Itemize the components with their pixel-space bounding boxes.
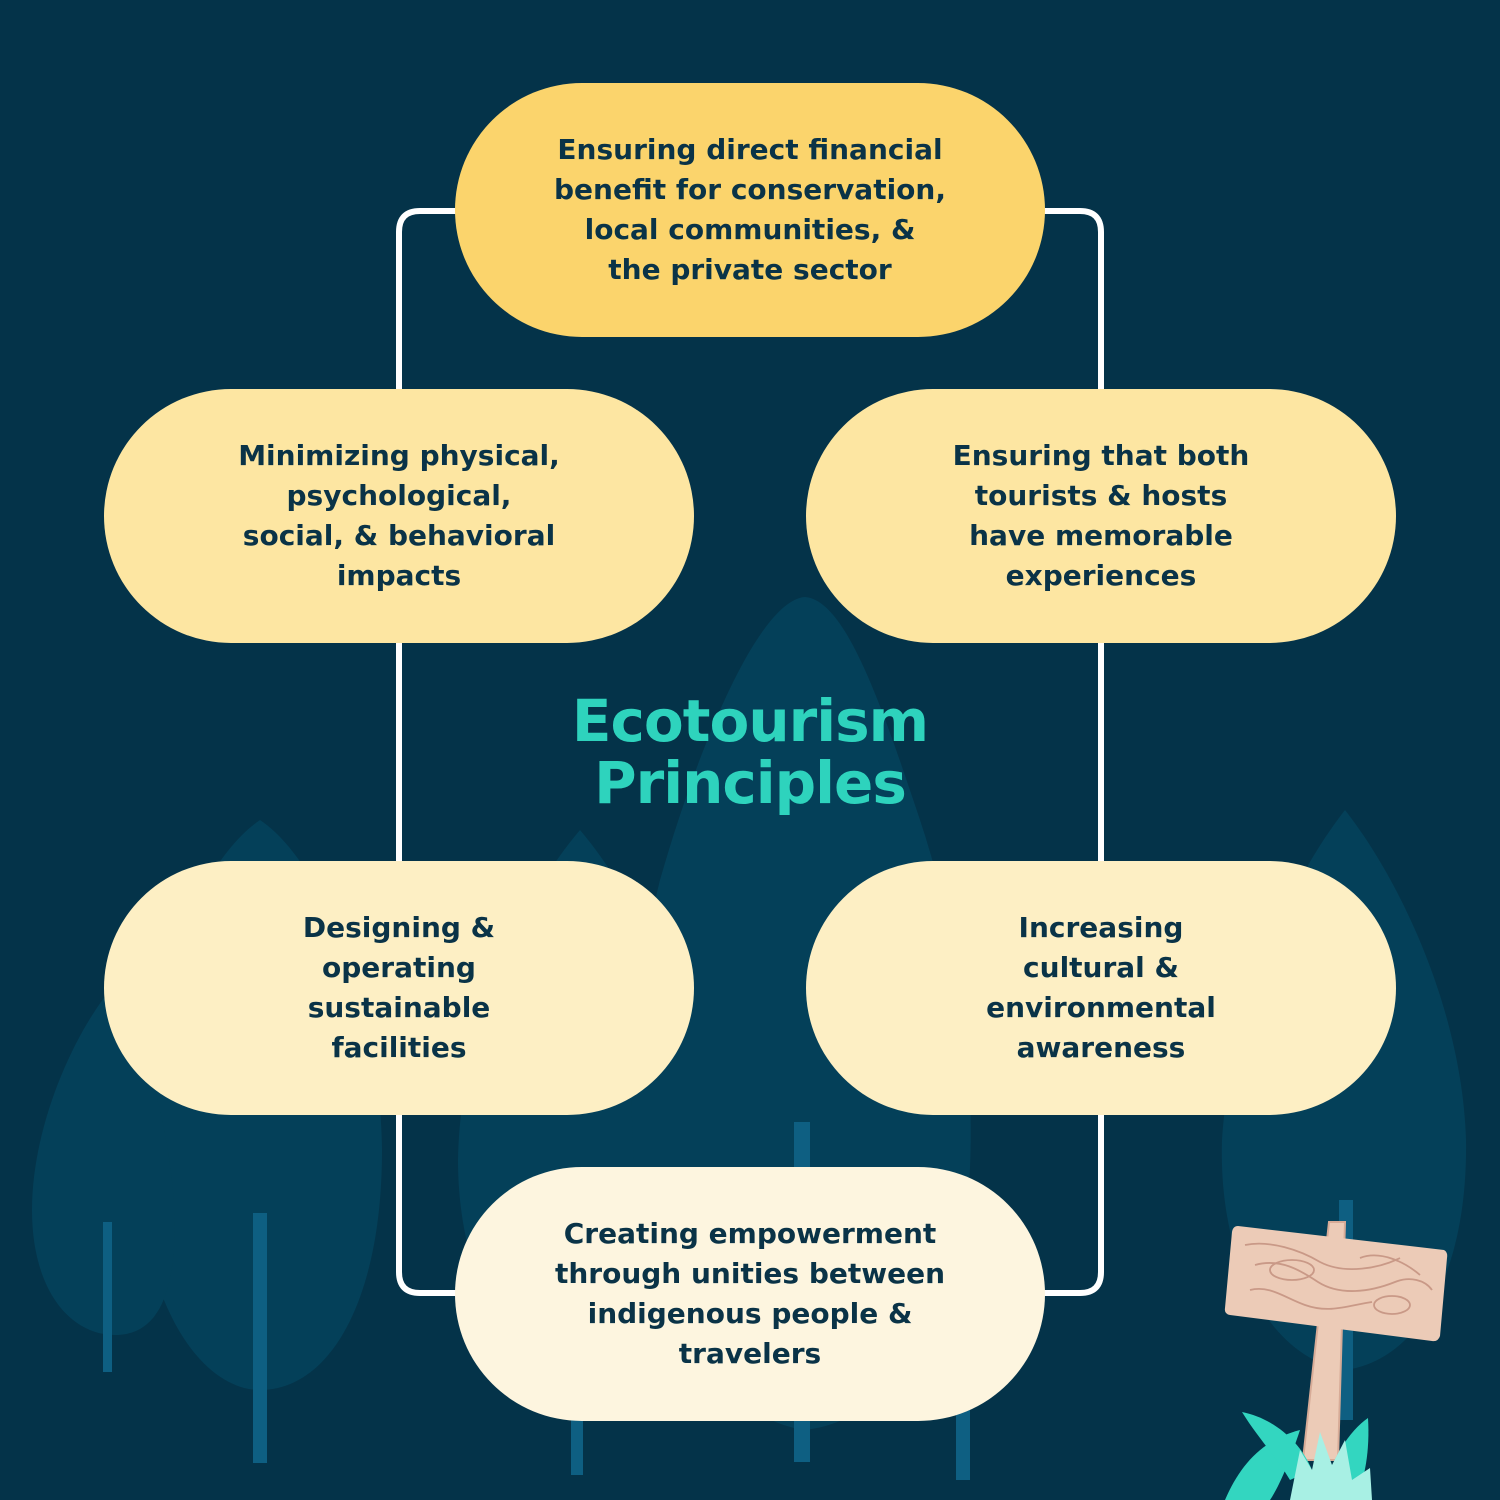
- principle-text: Designing & operating sustainable facili…: [302, 911, 496, 1064]
- wooden-signpost-icon: [1224, 1221, 1448, 1461]
- principle-text: Increasing cultural & environmental awar…: [986, 911, 1216, 1064]
- title-line-1: Ecotourism: [571, 687, 929, 755]
- connector-right: [1044, 208, 1104, 1296]
- diagram-title: Ecotourism Principles: [450, 690, 1050, 814]
- principle-cultural-awareness: Increasing cultural & environmental awar…: [806, 861, 1396, 1115]
- principle-text: Ensuring direct financial benefit for co…: [554, 133, 946, 286]
- principle-financial-benefit: Ensuring direct financial benefit for co…: [455, 83, 1045, 337]
- principle-memorable-experiences: Ensuring that both tourists & hosts have…: [806, 389, 1396, 643]
- title-line-2: Principles: [594, 749, 907, 817]
- principle-minimizing-impacts: Minimizing physical, psychological, soci…: [104, 389, 694, 643]
- principle-text: Creating empowerment through unities bet…: [554, 1217, 946, 1370]
- principle-sustainable-facilities: Designing & operating sustainable facili…: [104, 861, 694, 1115]
- plant-leaves-icon: [1225, 1412, 1372, 1500]
- connector-left: [396, 208, 456, 1296]
- connector-lines: [396, 208, 1104, 1296]
- principle-text: Ensuring that both tourists & hosts have…: [952, 439, 1250, 592]
- principle-empowerment: Creating empowerment through unities bet…: [455, 1167, 1045, 1421]
- principle-text: Minimizing physical, psychological, soci…: [238, 439, 560, 592]
